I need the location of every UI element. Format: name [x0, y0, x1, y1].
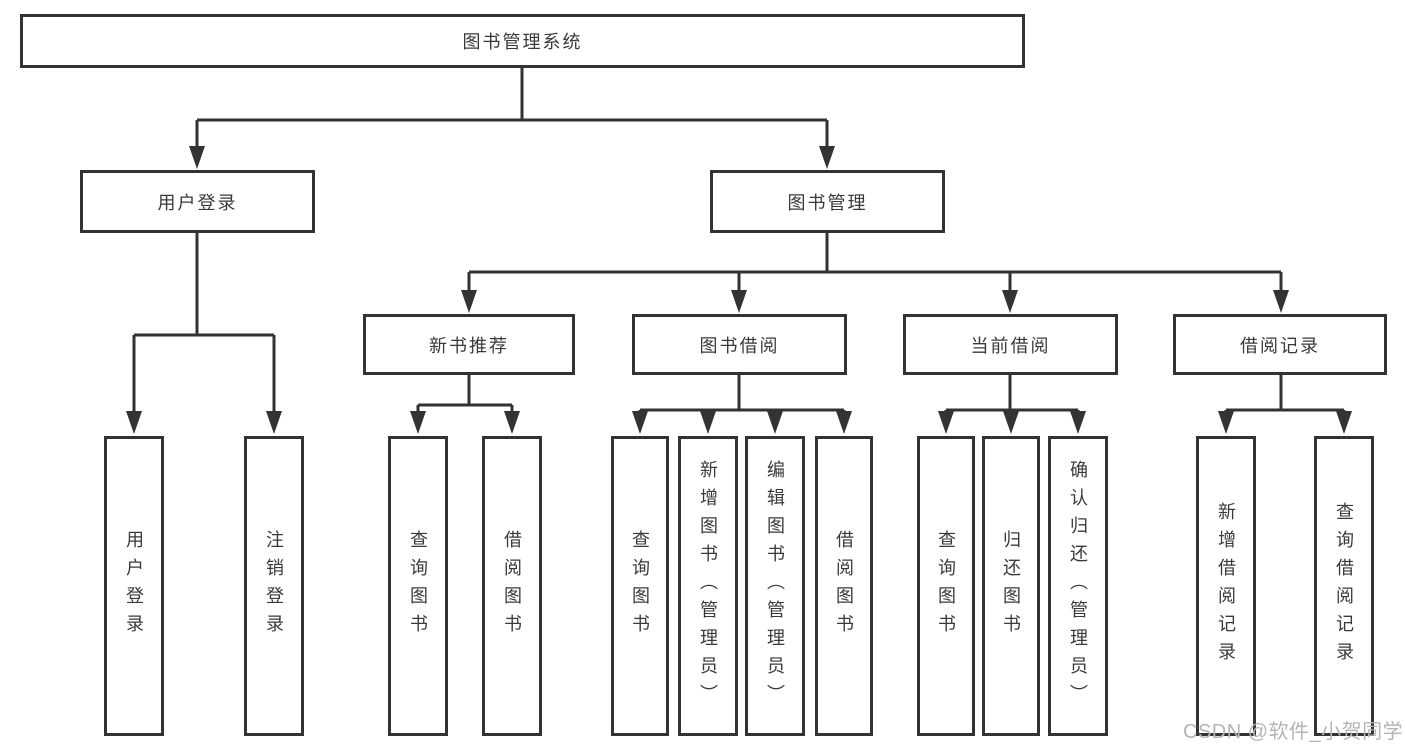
node-label: 确认归还（管理员） — [1068, 460, 1088, 712]
leaf-borrow-add-books-admin: 新增图书（管理员） — [678, 436, 738, 736]
node-label: 查询图书 — [630, 530, 650, 642]
node-label: 查询图书 — [936, 530, 956, 642]
node-label: 图书管理系统 — [462, 32, 583, 52]
leaf-records-query-record: 查询借阅记录 — [1314, 436, 1374, 736]
connector-root-to-level2 — [189, 67, 835, 169]
leaf-current-query-books: 查询图书 — [917, 436, 975, 736]
node-label: 图书借阅 — [699, 335, 780, 356]
leaf-records-add-record: 新增借阅记录 — [1196, 436, 1256, 736]
node-label: 当前借阅 — [970, 335, 1051, 356]
node-label: 查询图书 — [408, 530, 428, 642]
node-root-library-system: 图书管理系统 — [20, 14, 1025, 68]
leaf-logout: 注销登录 — [244, 436, 304, 736]
connector-currentborrow-to-leaves — [938, 375, 1086, 434]
node-label: 编辑图书（管理员） — [765, 460, 785, 712]
connector-bookborrow-to-leaves — [632, 375, 852, 434]
node-book-management: 图书管理 — [710, 170, 945, 233]
node-label: 借阅记录 — [1240, 335, 1320, 356]
leaf-current-return-books: 归还图书 — [982, 436, 1040, 736]
node-label: 用户登录 — [157, 192, 238, 213]
node-label: 归还图书 — [1001, 530, 1021, 642]
node-new-book-recommend: 新书推荐 — [363, 314, 575, 375]
node-label: 借阅图书 — [834, 530, 854, 642]
leaf-borrow-borrow-books: 借阅图书 — [815, 436, 873, 736]
connector-borrowrecords-to-leaves — [1218, 375, 1352, 434]
node-borrow-records: 借阅记录 — [1173, 314, 1387, 375]
node-current-borrow: 当前借阅 — [903, 314, 1118, 375]
leaf-current-confirm-return-admin: 确认归还（管理员） — [1048, 436, 1108, 736]
node-label: 新增图书（管理员） — [698, 460, 718, 712]
leaf-borrow-edit-books-admin: 编辑图书（管理员） — [745, 436, 805, 736]
node-book-borrow: 图书借阅 — [632, 314, 847, 375]
node-label: 用户登录 — [124, 530, 144, 642]
node-user-login: 用户登录 — [80, 170, 315, 233]
node-label: 新增借阅记录 — [1216, 502, 1236, 670]
leaf-rec-borrow-books: 借阅图书 — [482, 436, 542, 736]
connector-userlogin-to-leaves — [126, 233, 282, 434]
leaf-user-login: 用户登录 — [104, 436, 164, 736]
node-label: 注销登录 — [264, 530, 284, 642]
node-label: 查询借阅记录 — [1334, 502, 1354, 670]
node-label: 图书管理 — [787, 192, 868, 213]
leaf-rec-query-books: 查询图书 — [388, 436, 448, 736]
node-label: 新书推荐 — [429, 335, 509, 356]
connector-bookmgmt-to-level3 — [461, 233, 1289, 313]
node-label: 借阅图书 — [502, 530, 522, 642]
leaf-borrow-query-books: 查询图书 — [611, 436, 669, 736]
connector-newbookrec-to-leaves — [410, 375, 520, 434]
